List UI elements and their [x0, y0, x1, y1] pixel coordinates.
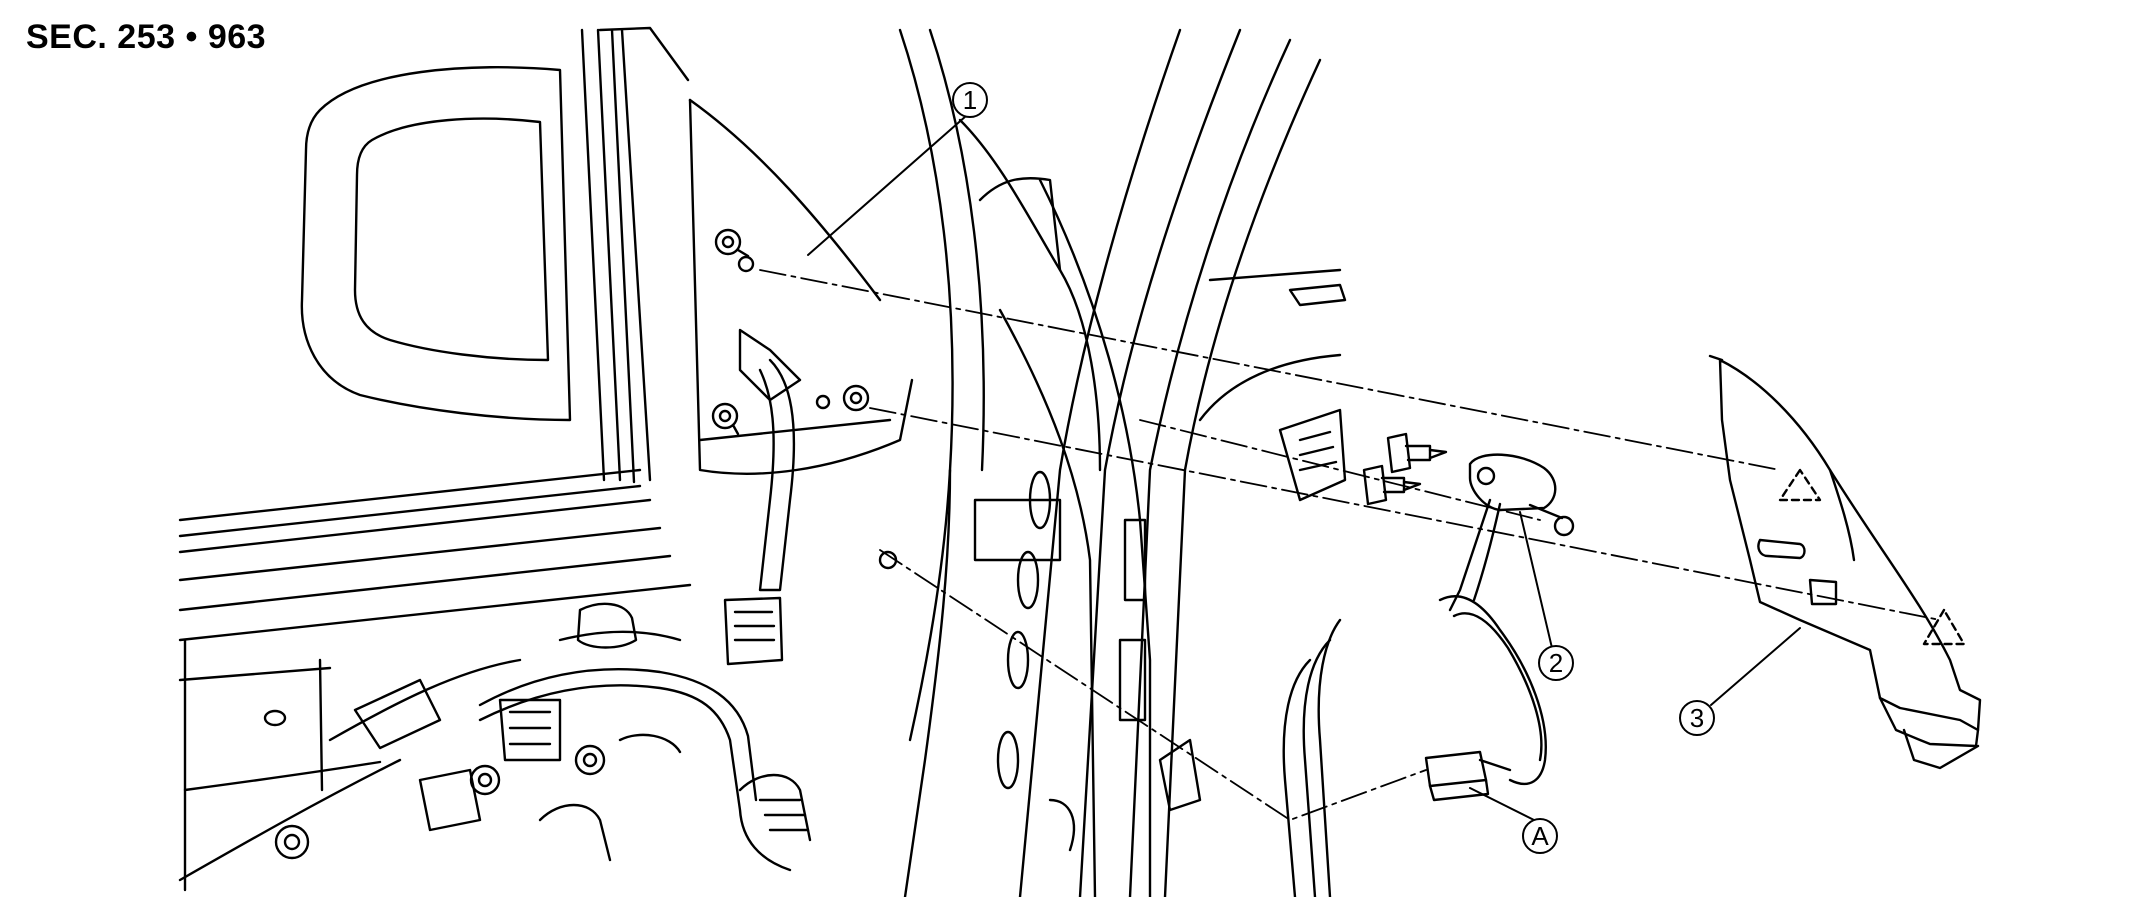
mirror-mounting-plate — [688, 98, 914, 666]
screws-exploded — [1362, 432, 1448, 506]
instrument-panel — [1198, 268, 1347, 897]
callout-1: 1 — [807, 82, 988, 256]
clip-position-markers — [1778, 468, 1966, 646]
alignment-lines — [759, 269, 1941, 821]
b-pillar-body — [996, 28, 1322, 897]
door-window-frame — [580, 26, 690, 484]
callout-a: A — [1469, 787, 1558, 854]
door-beltline-moulding — [178, 468, 692, 682]
callout-3-label: 3 — [1690, 703, 1704, 733]
callout-2: 2 — [1519, 511, 1574, 681]
door-mirror-housing — [300, 66, 572, 422]
callout-1-label: 1 — [963, 85, 977, 115]
mirror-bolts — [711, 228, 898, 570]
callout-3: 3 — [1679, 627, 1801, 736]
section-code: SEC. 253 • 963 — [26, 18, 267, 56]
door-panel-lower — [178, 602, 682, 892]
callout-a-label: A — [1531, 821, 1549, 851]
callout-2-label: 2 — [1549, 648, 1563, 678]
wiring-harness-lower — [274, 630, 812, 872]
a-pillar-body — [898, 28, 1152, 897]
mirror-harness-part — [1424, 453, 1575, 802]
mirror-finisher-part — [1708, 354, 1982, 770]
